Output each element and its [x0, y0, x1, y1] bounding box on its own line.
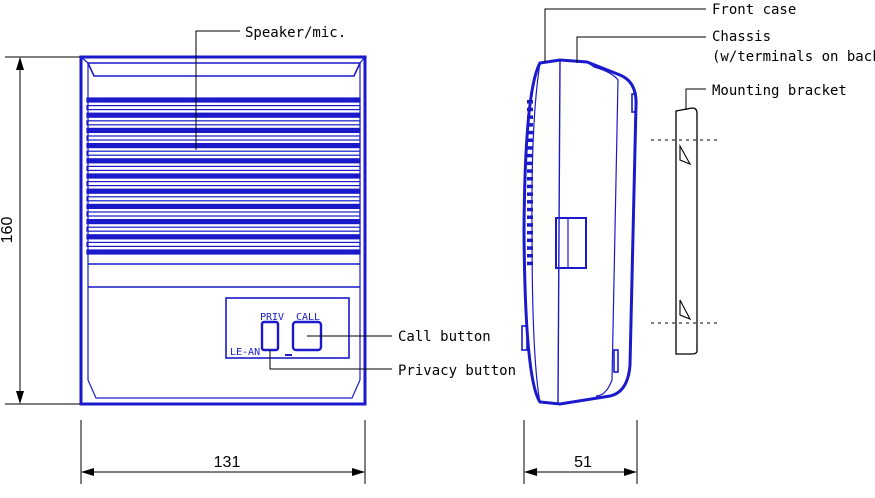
- front-case-edge: [557, 59, 561, 405]
- leader-lines: [195, 8, 706, 370]
- privacy-button-label: Privacy button: [398, 363, 516, 379]
- side-slot: [527, 115, 533, 119]
- priv-label: PRIV: [260, 312, 284, 323]
- side-slot: [527, 161, 533, 166]
- depth-dimension: 51: [574, 454, 592, 471]
- width-dimension: 131: [214, 454, 241, 471]
- front-view: [79, 55, 367, 406]
- grille-slot: [86, 234, 361, 240]
- chassis-note-label: (w/terminals on back): [712, 49, 875, 65]
- side-slot: [527, 123, 533, 127]
- grille-slot: [86, 241, 361, 247]
- grille-slot: [86, 226, 361, 232]
- bottom-bevel: [87, 379, 361, 399]
- control-panel: [225, 297, 350, 359]
- side-slot: [527, 184, 533, 189]
- front-case-label: Front case: [712, 2, 796, 18]
- grille-slot: [86, 112, 361, 118]
- grille-slot: [86, 219, 361, 225]
- call-button-label: Call button: [398, 329, 491, 345]
- side-slot: [527, 238, 533, 243]
- call-label: CALL: [296, 312, 320, 323]
- side-slot: [527, 200, 533, 204]
- side-slot: [527, 230, 533, 235]
- side-slot: [527, 177, 533, 181]
- mounting-bracket: [651, 107, 720, 355]
- speaker-mic-label: Speaker/mic.: [245, 25, 346, 41]
- grille-slot: [86, 150, 361, 156]
- side-slot: [527, 146, 533, 150]
- side-slot: [527, 153, 533, 158]
- grille-slot: [86, 203, 361, 209]
- grille-slot: [86, 249, 361, 255]
- chassis-latch: [555, 217, 587, 269]
- height-dimension: 160: [0, 217, 16, 244]
- dimension-lines: [5, 56, 638, 484]
- side-slot: [527, 215, 533, 219]
- grille-slot: [86, 196, 361, 202]
- mounting-bracket-label: Mounting bracket: [712, 83, 847, 99]
- grille-slot: [86, 97, 361, 103]
- side-slot: [527, 130, 533, 135]
- grille-slot: [86, 173, 361, 179]
- grille-slot: [86, 181, 361, 187]
- side-view: [521, 58, 638, 406]
- side-slot: [527, 192, 533, 196]
- privacy-button[interactable]: [260, 320, 280, 352]
- grille-slot: [86, 165, 361, 171]
- side-slot: [527, 169, 533, 173]
- chassis-label: Chassis: [712, 29, 771, 45]
- bracket-outline: [675, 107, 698, 355]
- side-outline: [522, 58, 638, 406]
- side-slot: [527, 138, 533, 142]
- side-slot: [527, 207, 533, 212]
- grille-slot: [86, 143, 361, 149]
- top-bevel: [86, 62, 362, 77]
- grille-slot: [86, 135, 361, 141]
- side-slot: [527, 100, 533, 104]
- side-grille-slots: [527, 100, 533, 266]
- grille-slot: [86, 127, 361, 133]
- model-label: LE-AN: [230, 347, 260, 358]
- speaker-grille: [86, 97, 361, 255]
- grille-slot: [86, 120, 361, 126]
- grille-slot: [86, 211, 361, 217]
- side-slot: [527, 223, 533, 227]
- front-outline: [79, 55, 367, 406]
- side-slot: [527, 107, 533, 112]
- grille-slot: [86, 188, 361, 194]
- grille-slot: [86, 104, 361, 111]
- side-slot: [527, 261, 533, 266]
- side-slot: [527, 246, 533, 250]
- side-slot: [527, 254, 533, 258]
- grille-slot: [86, 158, 361, 164]
